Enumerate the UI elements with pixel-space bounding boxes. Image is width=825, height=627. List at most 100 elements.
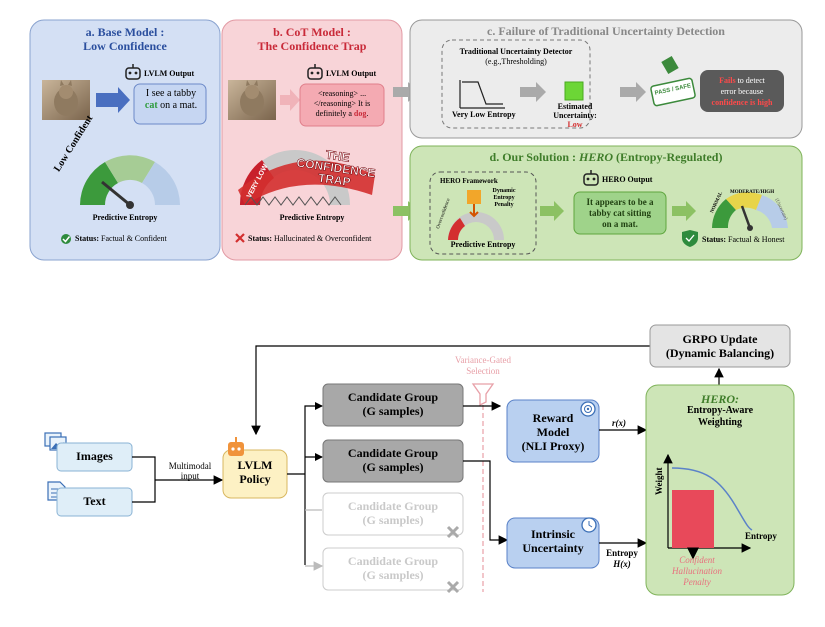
hero-weighting-label: HERO: Entropy-Aware Weighting bbox=[646, 393, 794, 429]
lvlm-output-label-b: LVLM Output bbox=[326, 69, 377, 78]
arrow-a bbox=[96, 87, 130, 113]
hero-line2: Weighting bbox=[698, 417, 742, 428]
policy-line2: Policy bbox=[239, 472, 271, 486]
detector-label: Traditional Uncertainty Detector (e.g.,T… bbox=[442, 47, 590, 67]
arrow-d2 bbox=[672, 201, 696, 221]
output-text-b-line3-pre: definitely a bbox=[315, 109, 354, 118]
reward-line1: Reward bbox=[532, 411, 574, 425]
threshold-plot bbox=[459, 80, 505, 109]
fanout-connector bbox=[287, 405, 322, 565]
candidate-group-1 bbox=[322, 383, 464, 427]
estimated-line2: Uncertainty: bbox=[553, 111, 597, 120]
candidate-group-4 bbox=[322, 547, 464, 591]
group-2-line1: Candidate Group bbox=[347, 446, 439, 460]
output-text-a-pre: I see a tabby bbox=[145, 88, 197, 99]
hero-output-label: HERO Output bbox=[602, 175, 653, 184]
multimodal-line2: input bbox=[180, 471, 200, 481]
group-4-line2: (G samples) bbox=[362, 568, 424, 582]
feedback-line bbox=[251, 345, 650, 436]
output-highlight-b: dog bbox=[353, 109, 367, 118]
group-1-label: Candidate Group (G samples) bbox=[323, 390, 463, 418]
panel-d-title: d. Our Solution : HERO (Entropy-Regulate… bbox=[410, 150, 802, 164]
clock-icon bbox=[581, 517, 597, 533]
estimated-uncertainty: Estimated Uncertainty: Low bbox=[548, 102, 602, 129]
reject-icon-2 bbox=[446, 580, 460, 594]
panel-d-title-pre: d. Our Solution : bbox=[489, 150, 579, 164]
target-icon bbox=[580, 401, 596, 417]
cat-photo-b bbox=[228, 80, 276, 120]
group-3-line2: (G samples) bbox=[362, 513, 424, 527]
input-connector bbox=[132, 456, 222, 503]
panel-d-title-italic: HERO bbox=[579, 150, 614, 164]
status-text-a: Factual & Confident bbox=[101, 234, 167, 243]
status-label-b: Status: bbox=[248, 234, 273, 243]
cat-photo-a bbox=[42, 80, 90, 120]
output-text-b: <reasoning> ... </reasoning> It is defin… bbox=[302, 89, 382, 119]
images-label: Images bbox=[76, 449, 113, 463]
arrow-c1 bbox=[520, 82, 546, 102]
cross-icon-b bbox=[235, 233, 245, 243]
status-label-d: Status: bbox=[702, 235, 727, 244]
panel-a-title-line1: a. Base Model : bbox=[85, 25, 165, 39]
output-highlight-a: cat bbox=[144, 100, 158, 111]
penalty-line1: Confident bbox=[679, 555, 715, 565]
variance-line2: Selection bbox=[466, 366, 500, 376]
hero-output-bubble bbox=[573, 191, 667, 235]
group-to-intrinsic bbox=[463, 460, 509, 545]
hero-output-line2: tabby cat sitting bbox=[588, 208, 651, 218]
reward-model-label: Reward Model (NLI Proxy) bbox=[507, 411, 599, 453]
policy-line1: LVLM bbox=[237, 458, 273, 472]
panel-a-title-line2: Low Confidence bbox=[83, 39, 167, 53]
fail-line3: confidence is high bbox=[711, 98, 773, 107]
robot-icon-d bbox=[583, 170, 599, 186]
intrinsic-line1: Intrinsic bbox=[530, 527, 575, 541]
reward-model-box bbox=[506, 399, 600, 463]
grpo-line2: (Dynamic Balancing) bbox=[665, 346, 775, 360]
output-text-b-line3: definitely a dog. bbox=[302, 109, 382, 119]
multimodal-label: Multimodal input bbox=[160, 461, 220, 481]
panel-b-bg bbox=[221, 19, 403, 261]
estimated-line1: Estimated bbox=[557, 102, 593, 111]
group-4-line1: Candidate Group bbox=[347, 554, 439, 568]
group-2-label: Candidate Group (G samples) bbox=[323, 446, 463, 474]
hero-output-line3: on a mat. bbox=[602, 219, 638, 229]
axis-label-a: Predictive Entropy bbox=[92, 213, 158, 222]
axis-label-d: Predictive Entropy bbox=[450, 240, 516, 249]
grpo-box bbox=[649, 324, 791, 368]
penalty-line3: Penalty bbox=[683, 577, 711, 587]
hero-output-line1: It appears to be a bbox=[586, 197, 654, 207]
fail-box bbox=[700, 70, 784, 112]
panel-b-title: b. CoT Model : The Confidence Trap bbox=[222, 25, 402, 53]
fail-line1: Fails to detect bbox=[700, 75, 784, 86]
group-3-label: Candidate Group (G samples) bbox=[323, 499, 463, 527]
arrow-b bbox=[280, 89, 300, 111]
weight-axis-label: Weight bbox=[654, 467, 664, 495]
hero-output-text: It appears to be a tabby cat sitting on … bbox=[574, 197, 666, 230]
group-4-label: Candidate Group (G samples) bbox=[323, 554, 463, 582]
robot-icon-a bbox=[125, 64, 141, 80]
dep-line3: Penalty bbox=[494, 202, 514, 208]
entropy-hx-label: Entropy H(x) bbox=[604, 548, 640, 570]
output-text-b-line3-post: . bbox=[366, 109, 369, 118]
group-1-line1: Candidate Group bbox=[347, 390, 439, 404]
status-a: Status: Factual & Confident bbox=[75, 234, 167, 243]
intrinsic-line2: Uncertainty bbox=[522, 541, 584, 555]
reject-icon-1 bbox=[446, 525, 460, 539]
shield-icon-d bbox=[682, 230, 698, 247]
entropy-axis-label: Entropy bbox=[745, 531, 777, 541]
dep-line1: Dynamic bbox=[492, 188, 516, 194]
penalty-label: Confident Hallucination Penalty bbox=[652, 555, 742, 588]
variance-line1: Variance-Gated bbox=[455, 355, 511, 365]
dynamic-entropy-penalty: Dynamic Entropy Penalty bbox=[484, 188, 524, 209]
grpo-line1: GRPO Update bbox=[682, 332, 758, 346]
check-icon-a bbox=[61, 234, 71, 244]
output-bubble-b bbox=[299, 83, 385, 127]
fail-text: Fails to detect error because confidence… bbox=[700, 75, 784, 108]
very-low-entropy-label: Very Low Entropy bbox=[452, 110, 516, 119]
panel-a-bg bbox=[29, 19, 221, 261]
group-2-line2: (G samples) bbox=[362, 460, 424, 474]
panel-d-title-post: (Entropy-Regulated) bbox=[613, 150, 723, 164]
status-b: Status: Hallucinated & Overconfident bbox=[248, 234, 371, 243]
candidate-group-3 bbox=[322, 492, 464, 536]
panel-a-title: a. Base Model : Low Confidence bbox=[30, 25, 220, 53]
